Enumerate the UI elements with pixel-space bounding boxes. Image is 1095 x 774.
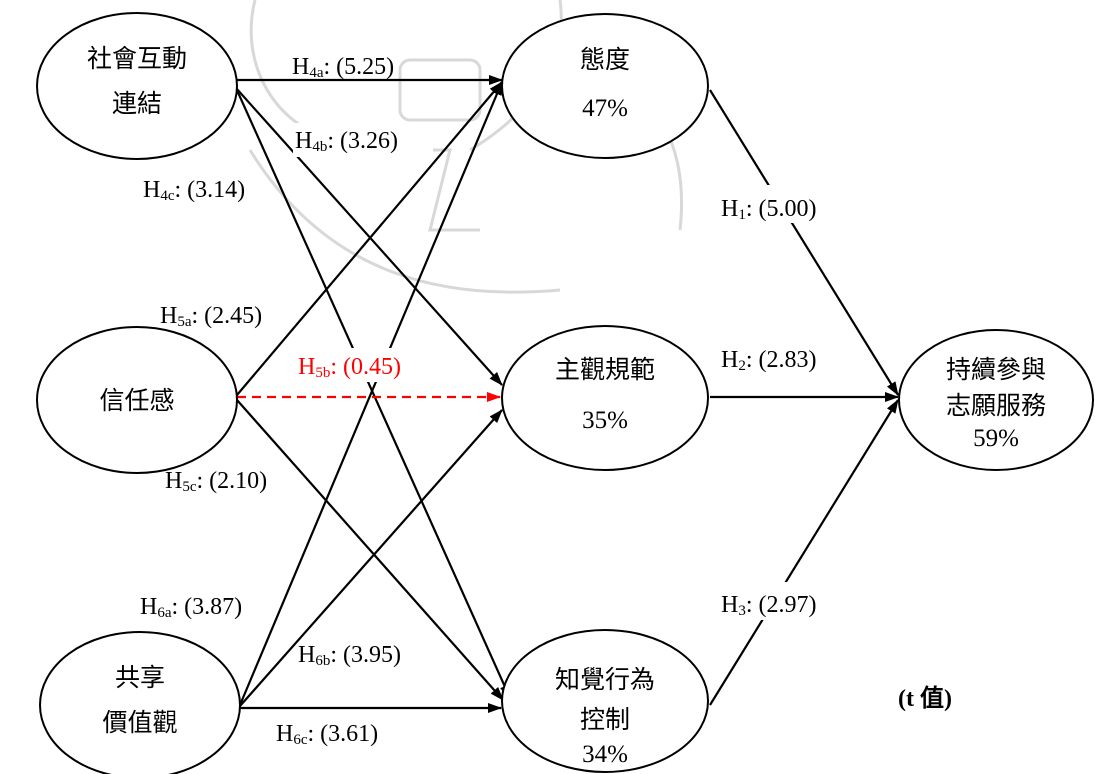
label-h6c: H6c: (3.61)	[276, 721, 378, 748]
node-norm: 主觀規範 35%	[501, 325, 709, 471]
node-intention-line2: 志願服務	[946, 391, 1046, 420]
node-attitude: 態度 47%	[501, 13, 709, 159]
node-trust: 信任感	[36, 326, 238, 474]
node-shared-line1: 共享	[115, 663, 165, 692]
node-pbc-line2: 控制	[580, 705, 630, 734]
label-h1: H1: (5.00)	[721, 196, 817, 223]
node-intention-pct: 59%	[973, 425, 1019, 452]
label-h5c: H5c: (2.10)	[165, 468, 267, 495]
node-pbc-line1: 知覺行為	[555, 665, 655, 694]
edge-h5a	[236, 81, 503, 396]
node-attitude-pct: 47%	[582, 95, 628, 122]
label-h4a: H4a: (5.25)	[292, 54, 394, 81]
node-shared-line2: 價值觀	[102, 708, 177, 737]
label-h2: H2: (2.83)	[721, 347, 817, 374]
path-labels: H4a: (5.25) H4b: (3.26) H4c: (3.14) H5a:…	[140, 54, 817, 748]
t-value-note: (t 值)	[898, 684, 952, 712]
edge-h6a	[238, 81, 504, 706]
label-h3: H3: (2.97)	[721, 592, 817, 619]
edge-h5c	[236, 399, 504, 701]
node-norm-label: 主觀規範	[555, 355, 655, 384]
edge-h6b	[239, 409, 503, 707]
node-attitude-label: 態度	[580, 45, 630, 74]
edges	[234, 75, 899, 713]
node-social-line2: 連結	[112, 89, 162, 118]
label-h6b: H6b: (3.95)	[298, 642, 401, 669]
edge-h3	[709, 399, 899, 706]
node-pbc-pct: 34%	[582, 741, 628, 768]
label-h4b: H4b: (3.26)	[295, 128, 398, 155]
node-trust-label: 信任感	[99, 386, 174, 415]
node-intention: 持續參與 志願服務 59%	[898, 329, 1094, 471]
label-h6a: H6a: (3.87)	[140, 594, 242, 621]
label-h4c: H4c: (3.14)	[143, 177, 245, 204]
node-social-line1: 社會互動	[87, 44, 187, 73]
label-h5b: H5b: (0.45)	[298, 354, 401, 381]
node-intention-line1: 持續參與	[946, 355, 1046, 384]
edge-h4b	[235, 87, 503, 386]
node-pbc: 知覺行為 控制 34%	[501, 629, 709, 773]
label-masks	[293, 123, 852, 620]
node-shared: 共享 價值觀	[39, 631, 241, 774]
edge-h4c	[234, 87, 512, 699]
node-norm-pct: 35%	[582, 407, 628, 434]
edge-h1	[709, 89, 899, 396]
label-h5a: H5a: (2.45)	[160, 303, 262, 330]
node-social: 社會互動 連結	[36, 12, 238, 160]
